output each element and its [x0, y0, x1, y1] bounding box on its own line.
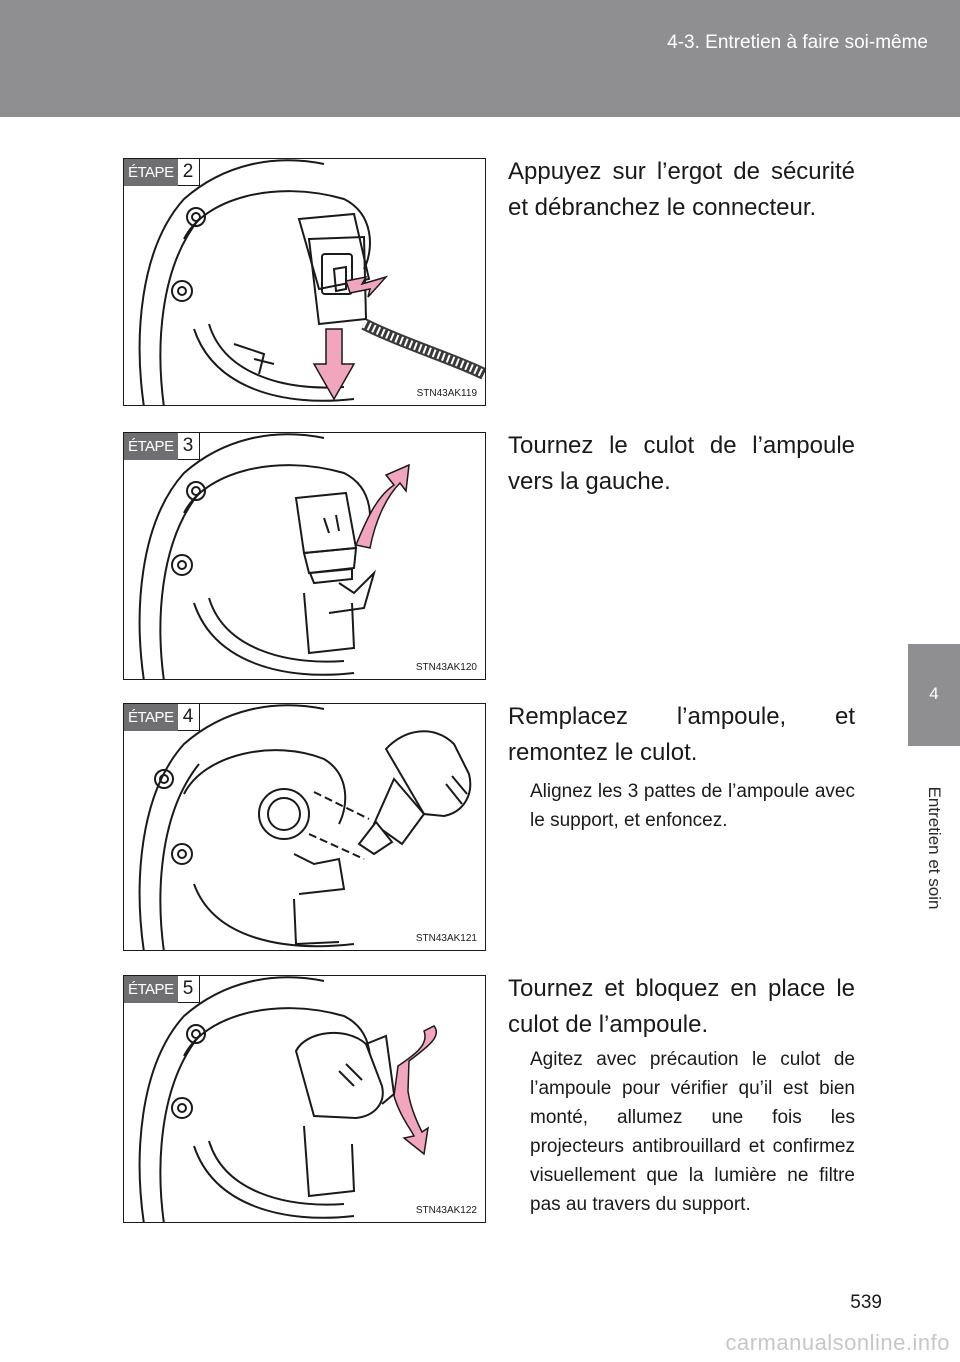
step-badge: ÉTAPE 3	[124, 433, 200, 460]
fog-lamp-replace-bulb-illustration	[138, 704, 472, 950]
step-2-figure: ÉTAPE 2 STN43AK119	[123, 158, 486, 406]
step-badge: ÉTAPE 5	[124, 976, 200, 1003]
chapter-tab: 4	[908, 644, 960, 746]
etape-label: ÉTAPE	[124, 159, 178, 186]
page-header: 4-3. Entretien à faire soi-même	[0, 0, 960, 117]
etape-label: ÉTAPE	[124, 704, 178, 731]
chapter-label: Entretien et soin	[925, 786, 944, 910]
fog-lamp-bulb-illustration	[138, 433, 377, 679]
figure-code: STN43AK122	[415, 1205, 477, 1216]
step-4-figure: ÉTAPE 4 STN43AK121	[123, 703, 486, 951]
step-4-note: Alignez les 3 pattes de l’ampoule avec l…	[530, 781, 855, 831]
fog-lamp-connector-illustration	[138, 159, 485, 405]
section-title: 4-3. Entretien à faire soi-même	[667, 32, 928, 53]
watermark: carmanualsonline.info	[725, 1330, 950, 1355]
chapter-number: 4	[929, 684, 939, 703]
etape-label: ÉTAPE	[124, 976, 178, 1003]
fog-lamp-lock-bulb-illustration	[138, 976, 396, 1222]
step-number: 5	[177, 976, 200, 1003]
figure-code: STN43AK119	[416, 388, 477, 399]
page-number: 539	[850, 1292, 882, 1313]
step-5-figure: ÉTAPE 5 STN43AK122	[123, 975, 486, 1223]
step-3-text: Tournez le culot de l’ampoule vers la ga…	[508, 432, 855, 495]
figure-code: STN43AK120	[415, 662, 477, 673]
step-2-text: Appuyez sur l’ergot de sécurité et débra…	[508, 158, 855, 221]
step-5-note: Agitez avec précaution le culot de l’amp…	[530, 1049, 855, 1215]
figure-code: STN43AK121	[415, 933, 477, 944]
step-3-figure: ÉTAPE 3 STN43AK120	[123, 432, 486, 680]
etape-label: ÉTAPE	[124, 433, 178, 460]
step-number: 4	[177, 704, 200, 731]
step-5-text: Tournez et bloquez en place le culot de …	[508, 975, 855, 1038]
step-badge: ÉTAPE 2	[124, 159, 200, 186]
step-number: 2	[177, 159, 200, 186]
step-number: 3	[177, 433, 200, 460]
step-4-text: Remplacez l’ampoule, et remontez le culo…	[508, 703, 855, 766]
step-badge: ÉTAPE 4	[124, 704, 200, 731]
